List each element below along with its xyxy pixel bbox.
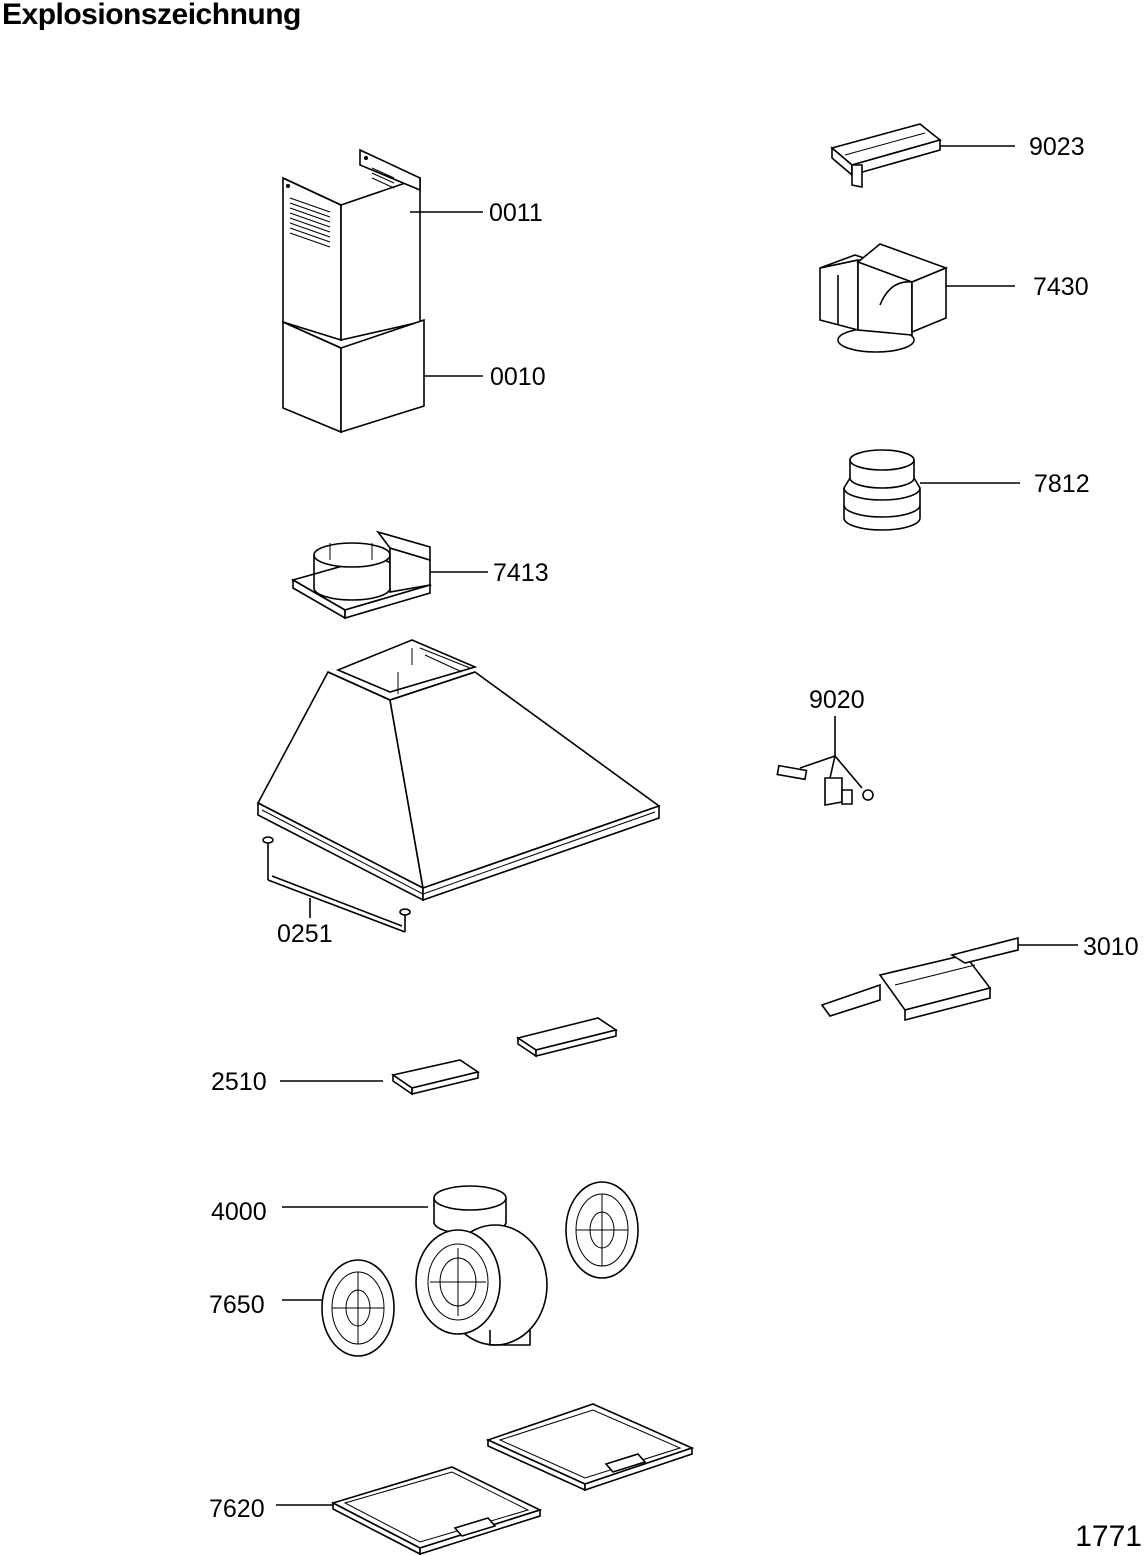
part-3010-switch-panel [820,936,1078,1022]
part-7650-carbon-filters [282,1181,639,1357]
callout-9023: 9023 [1029,133,1085,161]
part-0011-upper-chimney [282,148,483,342]
callout-7620: 7620 [209,1495,265,1523]
part-7430-duct-adaptor [819,243,1015,353]
callout-labels: 9023 0011 7430 0010 7812 7413 9020 0251 … [209,133,1139,1523]
part-9020-fixing-kit [776,716,874,806]
part-2510-lamp-covers [280,1017,618,1096]
callout-2510: 2510 [211,1068,267,1096]
callout-7650: 7650 [209,1291,265,1319]
part-7413-mounting-frame [290,530,488,620]
callout-0010: 0010 [490,363,546,391]
part-7812-duct-collar [843,449,1020,531]
part-0251-handle-rail [262,836,411,933]
callout-4000: 4000 [211,1198,267,1226]
callout-7413: 7413 [493,559,549,587]
part-9023-bracket [830,123,1015,188]
part-0010-lower-chimney [282,318,483,434]
callout-0011: 0011 [489,199,543,227]
callout-3010: 3010 [1083,933,1139,961]
callout-9020: 9020 [809,686,865,714]
part-4000-motor-unit [282,1185,548,1346]
callout-7430: 7430 [1033,273,1089,301]
callout-7812: 7812 [1034,470,1090,498]
part-hood-body [256,639,661,902]
part-7620-grease-filters [276,1403,695,1556]
page-title: Explosionszeichnung [2,0,301,31]
callout-0251: 0251 [277,920,333,948]
page-number: 1771 [1075,1520,1142,1553]
